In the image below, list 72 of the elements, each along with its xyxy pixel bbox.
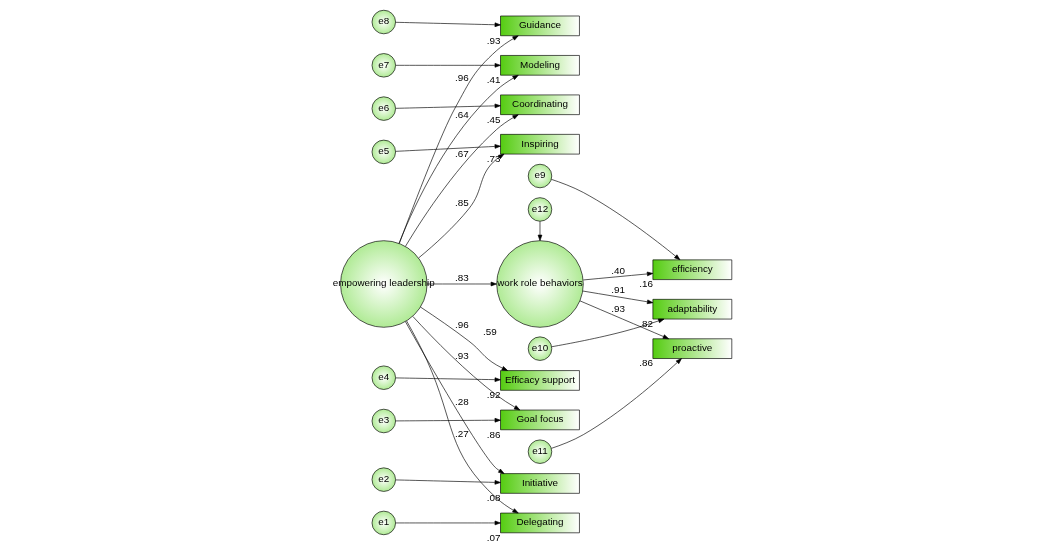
node-circle: work role behaviors	[495, 240, 584, 328]
node-label: .86	[486, 428, 501, 440]
edge-label: .96	[454, 319, 469, 331]
node-circle: e4	[371, 365, 396, 390]
arrow	[394, 520, 501, 526]
arrow	[394, 63, 501, 68]
node-label: .73	[486, 152, 501, 164]
node-label: .82	[638, 317, 653, 329]
arrow	[582, 290, 653, 305]
edge-label: .91	[610, 283, 625, 295]
edge-label: .27	[454, 428, 469, 440]
edge-label: .83	[454, 271, 469, 283]
arrow	[550, 179, 680, 261]
arrow	[550, 358, 682, 449]
node-box: proactive	[652, 338, 732, 359]
arrow	[398, 35, 519, 244]
node-label: .86	[638, 357, 653, 369]
node-box: Coordinating	[499, 94, 580, 115]
arrow	[405, 320, 519, 514]
node-circle: e7	[371, 53, 396, 78]
node-circle: e1	[371, 510, 396, 536]
node-circle: e11	[527, 439, 552, 464]
node-box: Inspiring	[499, 134, 580, 155]
arrow	[419, 306, 508, 371]
node-box: Delegating	[499, 512, 580, 534]
edge-label: .93	[610, 302, 625, 314]
node-circle: e2	[371, 467, 396, 492]
arrow	[394, 417, 501, 423]
arrow	[404, 114, 519, 247]
arrow	[582, 271, 653, 281]
arrow	[426, 281, 497, 287]
node-label: .08	[486, 492, 501, 504]
edge-label: .93	[454, 349, 469, 361]
arrow	[394, 377, 501, 382]
node-circle: e10	[527, 336, 552, 361]
node-circle: e5	[371, 139, 396, 164]
node-circle: e6	[371, 96, 396, 121]
node-circle: e8	[371, 9, 396, 35]
node-label: .41	[486, 74, 501, 86]
arrow	[394, 103, 501, 109]
node-circle: e9	[527, 163, 552, 189]
arrow	[394, 479, 501, 485]
arrow	[394, 144, 501, 152]
arrow	[398, 74, 519, 244]
arrow	[579, 300, 669, 340]
arrow	[537, 221, 542, 241]
edge-label: .64	[454, 109, 469, 121]
arrow	[404, 321, 504, 474]
node-box: Goal focus	[499, 409, 580, 431]
node-label: .16	[638, 278, 653, 290]
edge-label: .67	[454, 147, 469, 159]
edge-label: .85	[454, 196, 469, 208]
node-box: Guidance	[499, 15, 580, 37]
arrow	[417, 153, 504, 259]
edge-label: .96	[454, 72, 469, 84]
node-box: adaptability	[652, 299, 732, 320]
node-box: Modeling	[499, 55, 580, 76]
node-label: .92	[486, 389, 501, 401]
node-label: .93	[486, 34, 501, 46]
arrow	[394, 21, 501, 27]
arrow	[550, 318, 664, 348]
arrow	[412, 316, 520, 411]
node-label: .59	[482, 326, 497, 338]
edge-label: .28	[454, 395, 469, 407]
node-box: Initiative	[499, 473, 580, 494]
edge-label: .40	[610, 264, 625, 276]
node-label: .45	[486, 113, 501, 125]
node-label: .07	[486, 531, 501, 543]
node-box: Efficacy support	[499, 370, 580, 391]
node-circle: e12	[527, 197, 552, 222]
node-circle: e3	[371, 408, 396, 434]
node-box: efficiency	[652, 259, 732, 280]
